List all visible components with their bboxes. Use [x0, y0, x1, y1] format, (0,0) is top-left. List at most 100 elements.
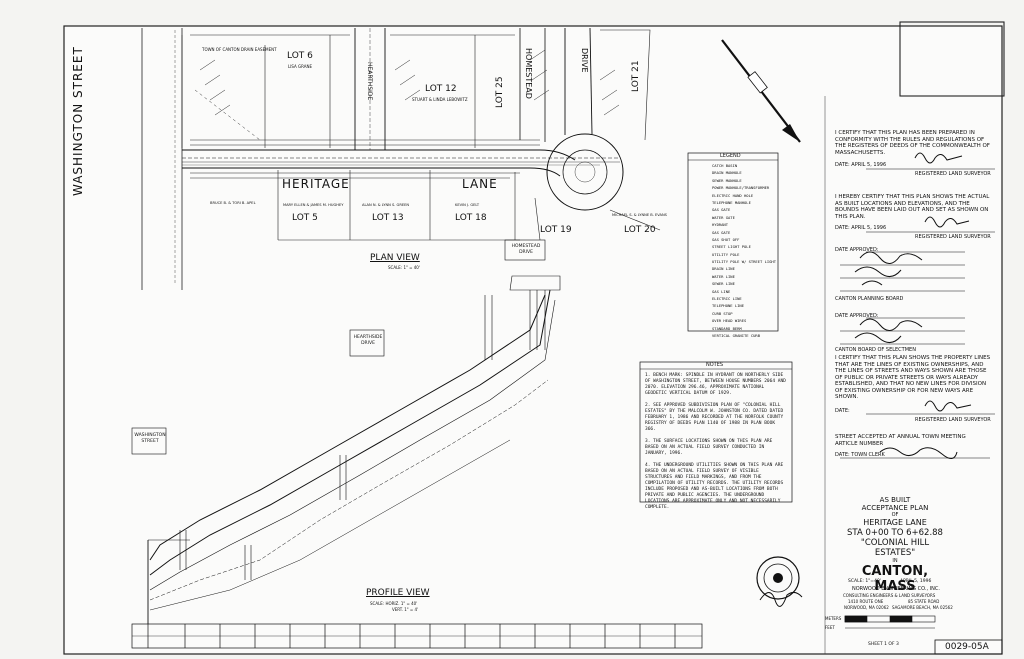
- note-item: 1. BENCH MARK: SPINDLE IN HYDRANT ON NOR…: [645, 373, 786, 396]
- title-line-1: AS BUILT: [879, 496, 911, 504]
- owner-bruce: BRUCE B. & TORI B. APEL: [210, 201, 256, 205]
- signature-2: [924, 216, 970, 228]
- title-line-6: "COLONIAL HILL ESTATES": [860, 538, 930, 558]
- north-arrow-head: [782, 124, 800, 142]
- title-line-7: IN: [892, 558, 898, 564]
- surveyor-seal: [756, 556, 800, 600]
- notes-title: NOTES: [706, 362, 724, 368]
- cert-1-date: DATE: APRIL 5, 1996: [835, 162, 887, 168]
- owner-lot13: ALAN N. & LYNN S. GREEN: [362, 203, 410, 207]
- lane-label: LANE: [462, 177, 498, 191]
- title-block: AS BUILT ACCEPTANCE PLAN OF HERITAGE LAN…: [840, 496, 950, 594]
- lot-21: LOT 21: [631, 60, 641, 92]
- legend-item: SEWER MANHOLE: [712, 177, 742, 183]
- legend-item: STREET LIGHT POLE: [712, 244, 751, 250]
- address-2: 85 STATE ROAD: [908, 599, 940, 604]
- legend-item: ELECTRIC HAND HOLE: [712, 192, 754, 198]
- plan-view-title: PLAN VIEW: [370, 253, 420, 263]
- owner-lot20: MICHAEL S. & LYNNE B. EVANS: [612, 213, 667, 217]
- company-sub: CONSULTING ENGINEERS & LAND SURVEYORS: [843, 593, 936, 598]
- sheet-count: SHEET 1 OF 3: [868, 642, 899, 647]
- lot-6: LOT 6: [287, 51, 313, 61]
- legend-item: POWER MANHOLE/TRANSFORMER: [712, 185, 770, 191]
- title-line-3: OF: [891, 512, 899, 518]
- cert-3-role: REGISTERED LAND SURVEYOR: [915, 417, 991, 423]
- corner-box: [899, 21, 1005, 97]
- owner-lot12: STUART & LINDA LEBOWITZ: [412, 97, 468, 102]
- legend-item: WATER LINE: [712, 273, 735, 279]
- street-accepted: STREET ACCEPTED AT ANNUAL TOWN MEETING A…: [835, 434, 966, 447]
- legend-item: GAS GATE: [712, 229, 731, 235]
- plan-view-scale: SCALE: 1" = 40': [388, 265, 420, 270]
- legend-item: TELEPHONE LINE: [712, 303, 745, 309]
- planning-board: CANTON PLANNING BOARD: [835, 296, 904, 302]
- homestead-drive-box: HOMESTEAD DRIVE: [511, 244, 541, 255]
- title-town: CANTON, MASS: [861, 564, 929, 594]
- profile-scale-h: SCALE: HORIZ. 1" = 40': [370, 601, 418, 606]
- address-3: NORWOOD, MA 02062: [844, 605, 889, 610]
- drawing-number: 0029-05A: [945, 642, 989, 652]
- title-date: APRIL 5, 1996: [900, 579, 932, 584]
- washington-street-label: WASHINGTON STREET: [71, 46, 85, 196]
- lot-18: LOT 18: [455, 213, 487, 223]
- lot-20: LOT 20: [624, 225, 656, 235]
- company-name: NORWOOD ENGINEERING CO., INC.: [852, 586, 940, 592]
- cert-2-role: REGISTERED LAND SURVEYOR: [915, 234, 991, 240]
- legend-item: GAS GATE: [712, 207, 731, 213]
- title-line-2: ACCEPTANCE PLAN: [861, 504, 929, 512]
- note-item: 2. SEE APPROVED SUBDIVISION PLAN OF "COL…: [645, 403, 784, 432]
- lot-19: LOT 19: [540, 225, 572, 235]
- owner-town: TOWN OF CANTON DRAIN EASEMENT: [202, 47, 277, 52]
- lot-13: LOT 13: [372, 213, 404, 223]
- drive-label: DRIVE: [580, 48, 589, 73]
- heritage-label: HERITAGE: [282, 177, 350, 191]
- cert-2: I HEREBY CERTIFY THAT THIS PLAN SHOWS TH…: [835, 194, 990, 220]
- cert-2-date: DATE: APRIL 5, 1996: [835, 225, 887, 231]
- notes-list: 1. BENCH MARK: SPINDLE IN HYDRANT ON NOR…: [645, 373, 787, 517]
- legend-item: OVER HEAD WIRES: [712, 318, 747, 324]
- washington-street-box: WASHINGTON STREET: [134, 433, 166, 444]
- address-4: SAGAMORE BEACH, MA 02562: [892, 605, 953, 610]
- cert-1-role: REGISTERED LAND SURVEYOR: [915, 171, 991, 177]
- owner-lot18: KEVIN J. GELT: [455, 203, 480, 207]
- legend-item: CURB STOP: [712, 310, 733, 316]
- lot-25: LOT 25: [495, 76, 505, 108]
- legend-item: SEWER LINE: [712, 281, 735, 287]
- note-item: 3. THE SURFACE LOCATIONS SHOWN ON THIS P…: [645, 439, 773, 456]
- hearthside-label: HEARTHSIDE: [366, 62, 373, 101]
- board-selectmen: CANTON BOARD OF SELECTMEN: [835, 347, 916, 353]
- legend-item: GAS SHUT OFF: [712, 236, 740, 242]
- legend-item: DRAIN MANHOLE: [712, 170, 742, 176]
- legend-title: LEGEND: [720, 153, 741, 159]
- lot-12: LOT 12: [425, 84, 457, 94]
- date-approved-2: DATE APPROVED:: [835, 313, 879, 319]
- scale-meters: METERS: [825, 616, 842, 621]
- legend-item: ELECTRIC LINE: [712, 296, 742, 302]
- sheet-border: [63, 25, 1003, 655]
- legend-item: GAS LINE: [712, 288, 731, 294]
- date-approved-1: DATE APPROVED:: [835, 247, 879, 253]
- cert-3-date: DATE:: [835, 408, 850, 414]
- legend-item: UTILITY POLE: [712, 251, 740, 257]
- signature-1: [914, 152, 963, 164]
- lot-5: LOT 5: [292, 213, 318, 223]
- legend-item: CATCH BASIN: [712, 163, 738, 168]
- legend-item: WATER GATE: [712, 214, 735, 220]
- legend-item: VERTICAL GRANITE CURB: [712, 332, 761, 338]
- note-item: 4. THE UNDERGROUND UTILITIES SHOWN ON TH…: [645, 463, 784, 510]
- owner-lot6: LISA GRANE: [288, 64, 313, 69]
- hearthside-drive-box: HEARTHSIDE DRIVE: [353, 335, 383, 346]
- title-line-5: STA 0+00 TO 6+62.88: [847, 528, 943, 538]
- homestead-label: HOMESTEAD: [524, 48, 533, 99]
- legend-item: UTILITY POLE W/ STREET LIGHT: [712, 259, 777, 265]
- title-line-4: HERITAGE LANE: [863, 518, 927, 527]
- legend-item: STANDARD BERM: [712, 325, 742, 331]
- title-scale: SCALE: 1"=40': [848, 579, 882, 584]
- legend-item: TELEPHONE MANHOLE: [712, 199, 751, 205]
- scale-feet: FEET: [825, 625, 835, 630]
- address-1: 1410 ROUTE ONE: [848, 599, 884, 604]
- legend-item: DRAIN LINE: [712, 266, 735, 272]
